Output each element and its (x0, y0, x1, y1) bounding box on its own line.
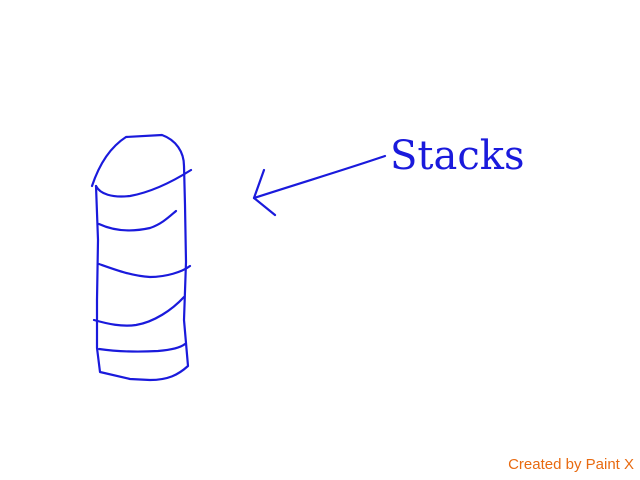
arrow-shaft (252, 154, 387, 200)
stack-band-4 (92, 295, 186, 327)
stack-band-3 (97, 262, 192, 279)
stack-band-1 (94, 168, 193, 198)
stack-outline (90, 133, 190, 382)
arrow-head (252, 168, 277, 217)
stack-drawing (90, 133, 387, 382)
stack-band-2 (97, 209, 178, 232)
stack-band-5 (97, 342, 187, 353)
created-by-credit: Created by Paint X (508, 456, 634, 473)
stacks-label: Stacks (390, 133, 525, 179)
